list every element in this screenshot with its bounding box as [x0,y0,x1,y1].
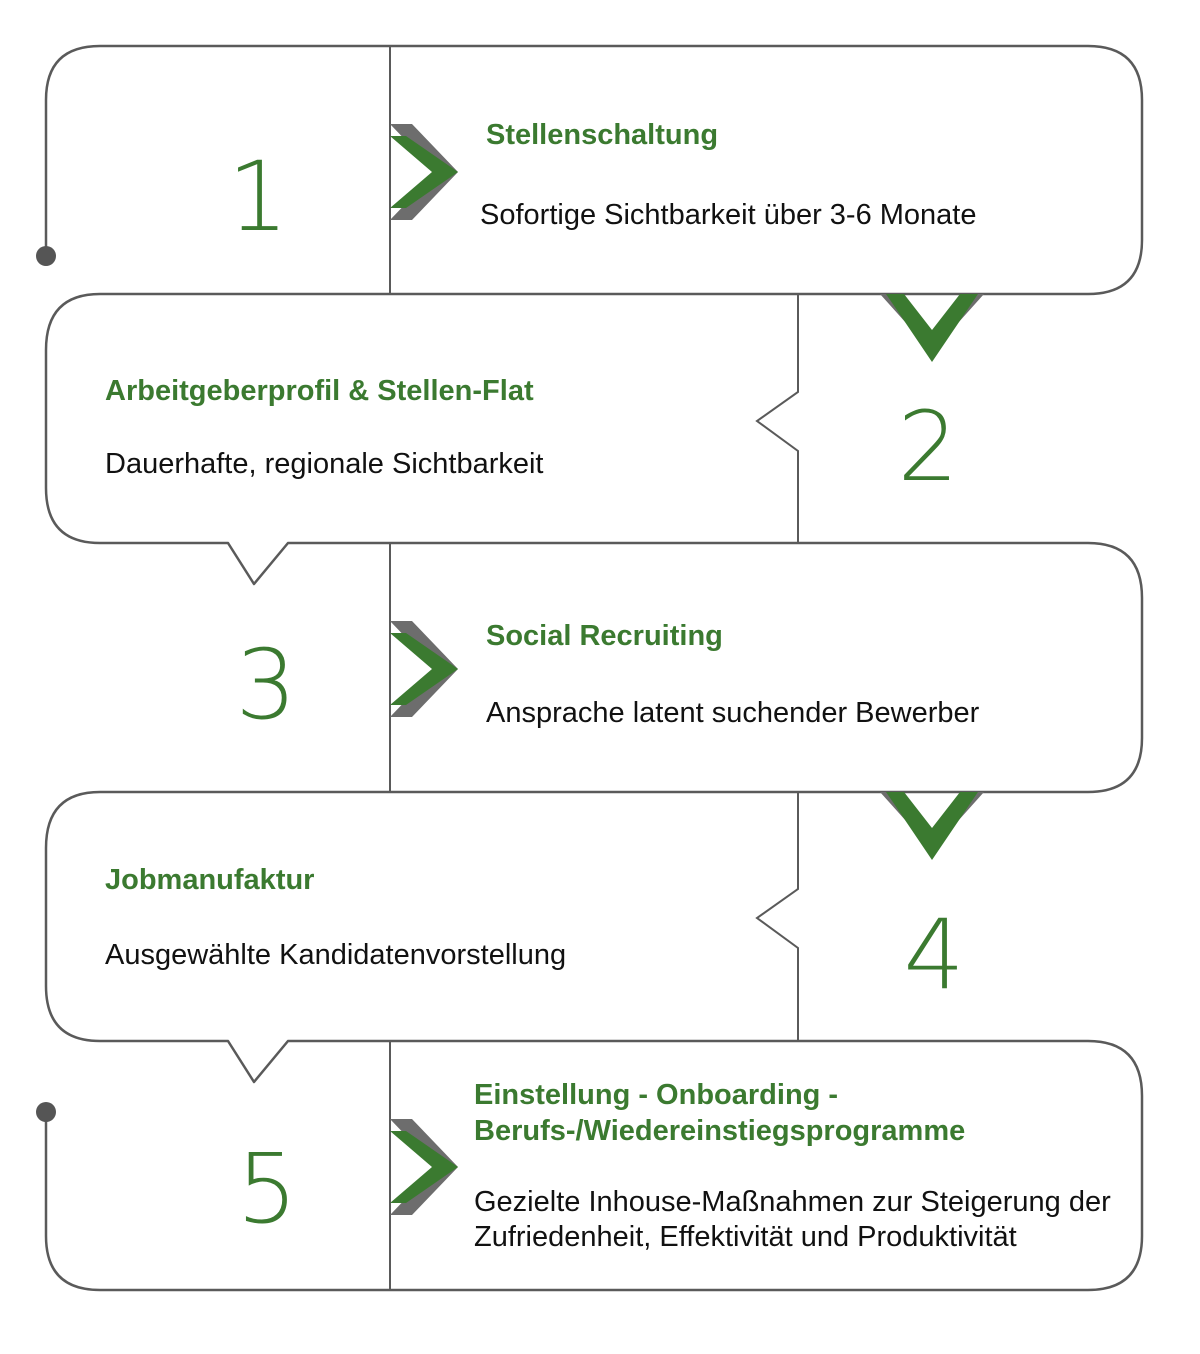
divider-step-4 [755,792,799,1041]
divider-step-2 [755,294,799,543]
step-description: Dauerhafte, regionale Sichtbarkeit [105,448,543,480]
step-title: Social Recruiting [486,620,723,652]
chevron-right-icon [390,1119,458,1215]
flow-outline [44,44,1144,1292]
step-number: 1 [227,141,288,253]
step-description-line-1: Gezielte Inhouse-Maßnahmen zur Steigerun… [474,1186,1111,1218]
step-title: Stellenschaltung [486,119,718,151]
start-dot [36,246,56,266]
step-number: 2 [897,391,958,503]
chevron-right-icon [390,124,458,220]
step-number: 4 [903,899,964,1011]
step-1: 1 Stellenschaltung Sofortige Sichtbarkei… [227,119,976,253]
step-description: Ausgewählte Kandidatenvorstellung [105,939,566,971]
chevron-right-icon [390,621,458,717]
step-description-line-2: Zufriedenheit, Effektivität und Produkti… [474,1221,1017,1253]
step-2: 2 Arbeitgeberprofil & Stellen-Flat Dauer… [105,375,959,503]
step-title: Jobmanufaktur [105,864,314,896]
end-dot [36,1102,56,1122]
step-3: 3 Social Recruiting Ansprache latent suc… [235,620,979,741]
chevron-down-icon [880,294,984,362]
step-number: 3 [235,629,296,741]
step-number: 5 [236,1133,297,1245]
step-description: Ansprache latent suchender Bewerber [486,697,980,729]
step-description: Sofortige Sichtbarkeit über 3-6 Monate [480,199,977,231]
step-title-line-2: Berufs-/Wiedereinstiegsprogramme [474,1115,965,1147]
step-4: 4 Jobmanufaktur Ausgewählte Kandidatenvo… [105,864,965,1011]
chevron-down-icon [880,792,984,860]
step-title: Arbeitgeberprofil & Stellen-Flat [105,375,534,407]
step-5: 5 Einstellung - Onboarding - Berufs-/Wie… [236,1079,1111,1253]
step-title-line-1: Einstellung - Onboarding - [474,1079,838,1111]
